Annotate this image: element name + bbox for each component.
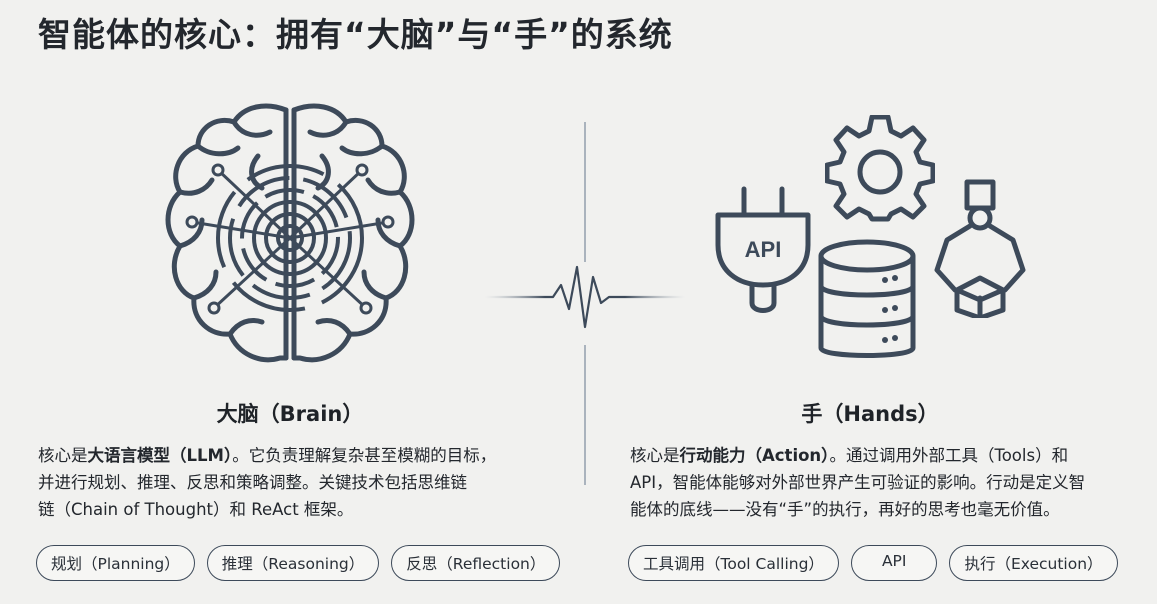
hands-panel: API 手（Hands） — [590, 0, 1150, 604]
brain-desc-bold: 大语言模型（LLM） — [87, 446, 233, 465]
plug-label: API — [745, 237, 782, 262]
hands-desc-bold: 行动能力（Action） — [679, 446, 830, 465]
tag-reasoning: 推理（Reasoning） — [206, 545, 380, 581]
heartbeat-icon — [485, 265, 685, 329]
hands-tags: 工具调用（Tool Calling） API 执行（Execution） — [628, 545, 1118, 581]
brain-heading: 大脑（Brain） — [216, 402, 364, 426]
brain-desc-prefix: 核心是 — [38, 446, 88, 465]
tag-execution: 执行（Execution） — [949, 545, 1118, 581]
hands-desc-prefix: 核心是 — [630, 446, 680, 465]
tag-planning: 规划（Planning） — [36, 545, 195, 581]
divider-bottom — [584, 345, 586, 485]
brain-icon — [165, 103, 415, 363]
brain-tags: 规划（Planning） 推理（Reasoning） 反思（Reflection… — [36, 545, 561, 581]
brain-desc-line2: 并进行规划、推理、反思和策略调整。关键技术包括思维链 — [38, 473, 467, 492]
brain-description: 核心是大语言模型（LLM）。它负责理解复杂甚至模糊的目标， 并进行规划、推理、反… — [38, 442, 558, 523]
brain-panel: 大脑（Brain） 核心是大语言模型（LLM）。它负责理解复杂甚至模糊的目标， … — [0, 0, 561, 604]
hands-desc-line3: 能体的底线——没有“手”的执行，再好的思考也毫无价值。 — [630, 500, 1060, 519]
tag-api: API — [850, 545, 938, 581]
hands-description: 核心是行动能力（Action）。通过调用外部工具（Tools）和 API，智能体… — [630, 442, 1150, 523]
hands-heading: 手（Hands） — [801, 402, 939, 426]
tag-reflection: 反思（Reflection） — [391, 545, 561, 581]
page-title: 智能体的核心：拥有“大脑”与“手”的系统 — [38, 15, 673, 54]
brain-desc-line1: 。它负责理解复杂甚至模糊的目标， — [232, 446, 497, 465]
robot-gripper-icon — [934, 179, 1026, 318]
hands-desc-line1: 。通过调用外部工具（Tools）和 — [829, 446, 1069, 465]
hands-desc-line2: API，智能体能够对外部世界产生可验证的影响。行动是定义智 — [630, 473, 1086, 492]
database-icon — [818, 239, 916, 358]
plug-icon: API — [715, 186, 811, 313]
brain-desc-line3: 链（Chain of Thought）和 ReAct 框架。 — [38, 500, 354, 519]
divider-top — [584, 122, 586, 262]
tag-tool-calling: 工具调用（Tool Calling） — [628, 545, 839, 581]
gear-icon — [825, 115, 935, 222]
